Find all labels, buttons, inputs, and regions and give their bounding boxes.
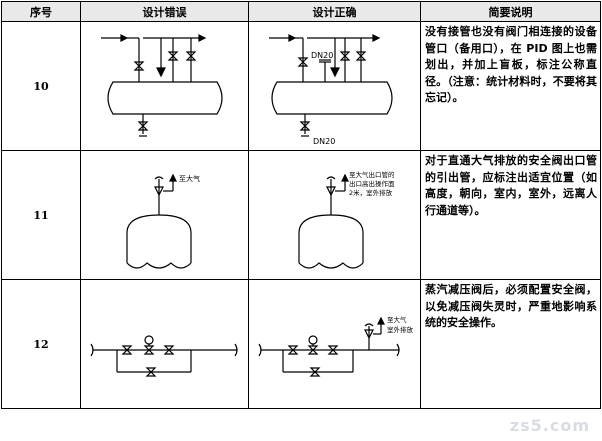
watermark: zs5.com	[509, 416, 590, 435]
row-number: 12	[1, 279, 81, 409]
wrong-design-figure: 至大气	[80, 150, 249, 280]
header-desc: 简要说明	[420, 1, 601, 22]
table-row: 12	[1, 279, 601, 409]
outlet-note-line-1: 至大气出口管的	[349, 170, 395, 179]
outlet-note-line-2: 出口高出操作面	[349, 179, 395, 188]
row-number: 11	[1, 150, 81, 280]
right-design-figure: DN20 DN20	[248, 21, 421, 151]
row-description: 蒸汽减压阀后，必须配置安全阀，以免减压阀失灵时，严重地影响系统的安全操作。	[420, 279, 601, 409]
row-number: 10	[1, 21, 81, 151]
outdoor-discharge-label: 室外排放	[387, 325, 414, 334]
pressure-reducing-station-right-diagram: 至大气 室外排放	[258, 315, 414, 377]
to-atmosphere-label: 至大气	[387, 315, 407, 324]
header-no: 序号	[1, 1, 81, 22]
to-atmosphere-label: 至大气	[179, 174, 200, 183]
vessel-with-blind-nozzle-diagram: DN20 DN20	[269, 34, 393, 146]
row-description: 没有接管也没有阀门相连接的设备管口（备用口），在 PID 图上也需划出，并加上盲…	[420, 21, 601, 151]
dn-label-bottom: DN20	[313, 137, 335, 146]
outlet-note-line-3: 2米，室外排放	[349, 188, 393, 197]
wrong-design-figure	[80, 279, 249, 409]
table-header-row: 序号 设计错误 设计正确 简要说明	[1, 1, 601, 22]
safety-valve-to-atmosphere-right-diagram: 至大气出口管的 出口高出操作面 2米，室外排放	[298, 170, 395, 269]
table-row: 10	[1, 21, 601, 151]
right-design-figure: 至大气 室外排放	[248, 279, 421, 409]
table-row: 11 至大气	[1, 150, 601, 280]
safety-valve-to-atmosphere-wrong-diagram: 至大气	[126, 173, 200, 269]
wrong-design-figure	[80, 21, 249, 151]
vessel-without-spare-nozzle-diagram	[101, 34, 223, 137]
dn-label-top: DN20	[311, 51, 333, 60]
right-design-figure: 至大气出口管的 出口高出操作面 2米，室外排放	[248, 150, 421, 280]
header-wrong: 设计错误	[80, 1, 249, 22]
header-right: 设计正确	[248, 1, 421, 22]
design-comparison-table: 序号 设计错误 设计正确 简要说明 10	[1, 1, 601, 409]
pressure-reducing-station-wrong-diagram	[90, 335, 238, 377]
row-description: 对于直通大气排放的安全阀出口管的引出管，应标注出适宜位置（如高度，朝向，室内，室…	[420, 150, 601, 280]
